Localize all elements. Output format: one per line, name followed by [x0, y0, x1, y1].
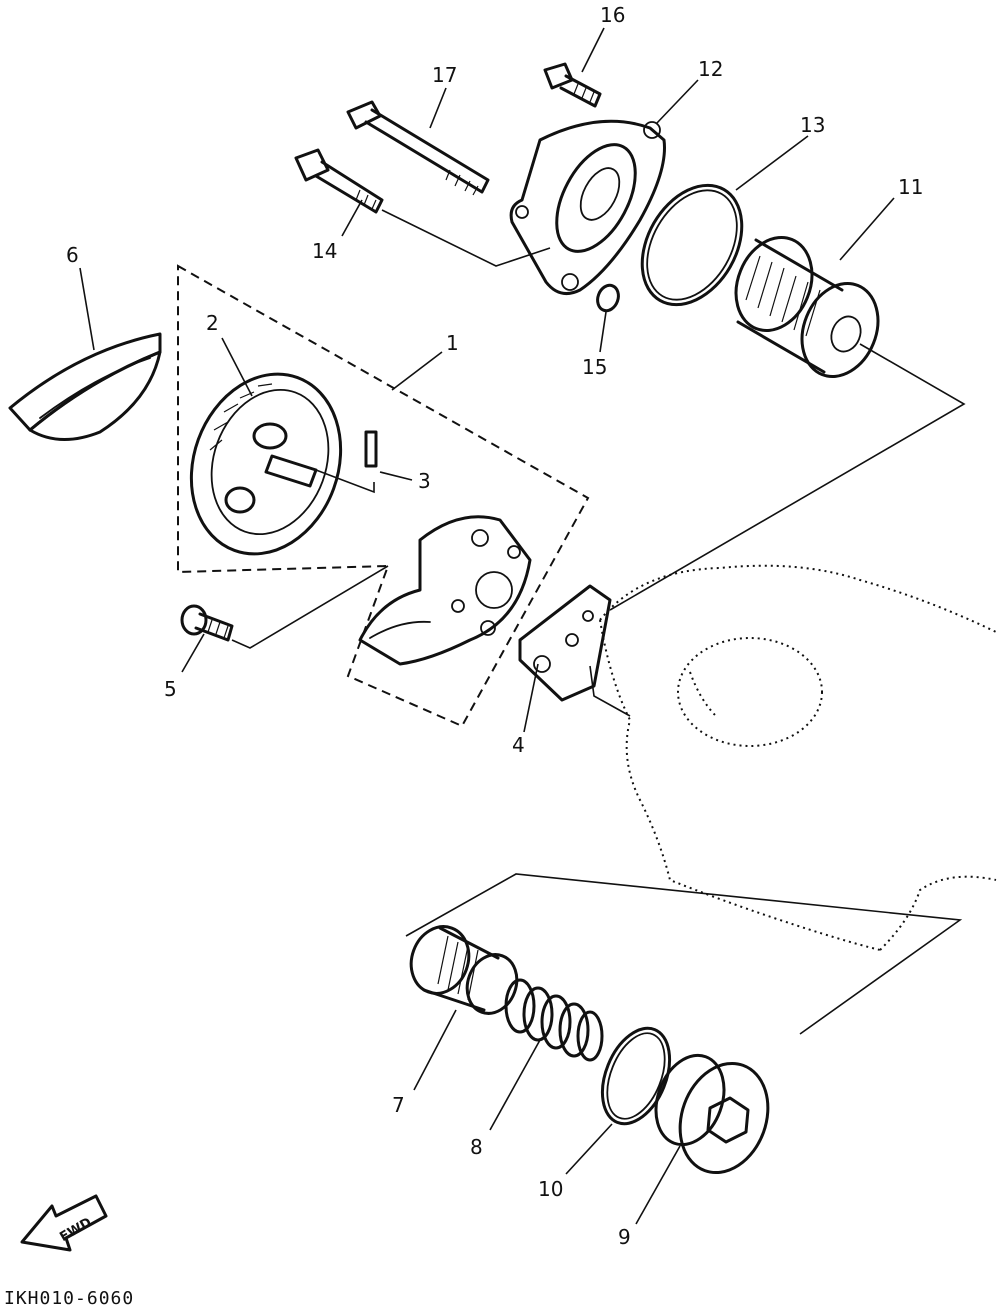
callout-numbers: 1 2 3 4 5 6 7 8 9 10 11 12 13 14 15 16 1…	[66, 3, 923, 1249]
callout-16: 16	[600, 3, 625, 27]
part-4-gasket	[518, 584, 612, 702]
strainer-group-bracket	[405, 873, 963, 1035]
callout-4: 4	[512, 733, 525, 757]
leader-lines	[79, 27, 966, 1225]
part-1-assembly-boundary	[177, 264, 590, 728]
callout-3: 3	[418, 469, 431, 493]
callout-1: 1	[446, 331, 459, 355]
callout-6: 6	[66, 243, 79, 267]
fwd-arrow: FWD	[20, 1194, 108, 1252]
part-9-drain-plug	[654, 1053, 770, 1175]
part-7-strainer	[409, 925, 519, 1015]
callout-11: 11	[898, 175, 923, 199]
callout-10: 10	[538, 1177, 563, 1201]
part-2-driven-gear	[189, 372, 343, 556]
part-17-long-bolt	[346, 100, 490, 196]
part-8-spring	[504, 978, 604, 1062]
fwd-label: FWD	[57, 1215, 94, 1245]
callout-17: 17	[432, 63, 457, 87]
part-12-filter-cover	[509, 119, 666, 296]
callout-14: 14	[312, 239, 337, 263]
callout-5: 5	[164, 677, 177, 701]
part-16-short-bolt	[543, 62, 602, 108]
part-3-dowel-pin	[315, 430, 378, 494]
part-6-guard	[8, 332, 162, 442]
part-13-large-o-ring	[640, 183, 744, 307]
figure-code: IKH010-6060	[4, 1288, 134, 1309]
callout-15: 15	[582, 355, 607, 379]
callout-8: 8	[470, 1135, 483, 1159]
part-15-small-o-ring	[596, 283, 620, 313]
callout-9: 9	[618, 1225, 631, 1249]
callout-7: 7	[392, 1093, 405, 1117]
part-11-oil-filter	[734, 235, 880, 379]
part-5-screw	[180, 604, 234, 642]
part-14-bolt	[294, 148, 384, 214]
part-10-o-ring	[600, 1026, 672, 1126]
callout-12: 12	[698, 57, 723, 81]
crankcase-outline	[599, 564, 997, 951]
callout-13: 13	[800, 113, 825, 137]
callout-2: 2	[206, 311, 219, 335]
oil-pump-body	[358, 515, 532, 666]
